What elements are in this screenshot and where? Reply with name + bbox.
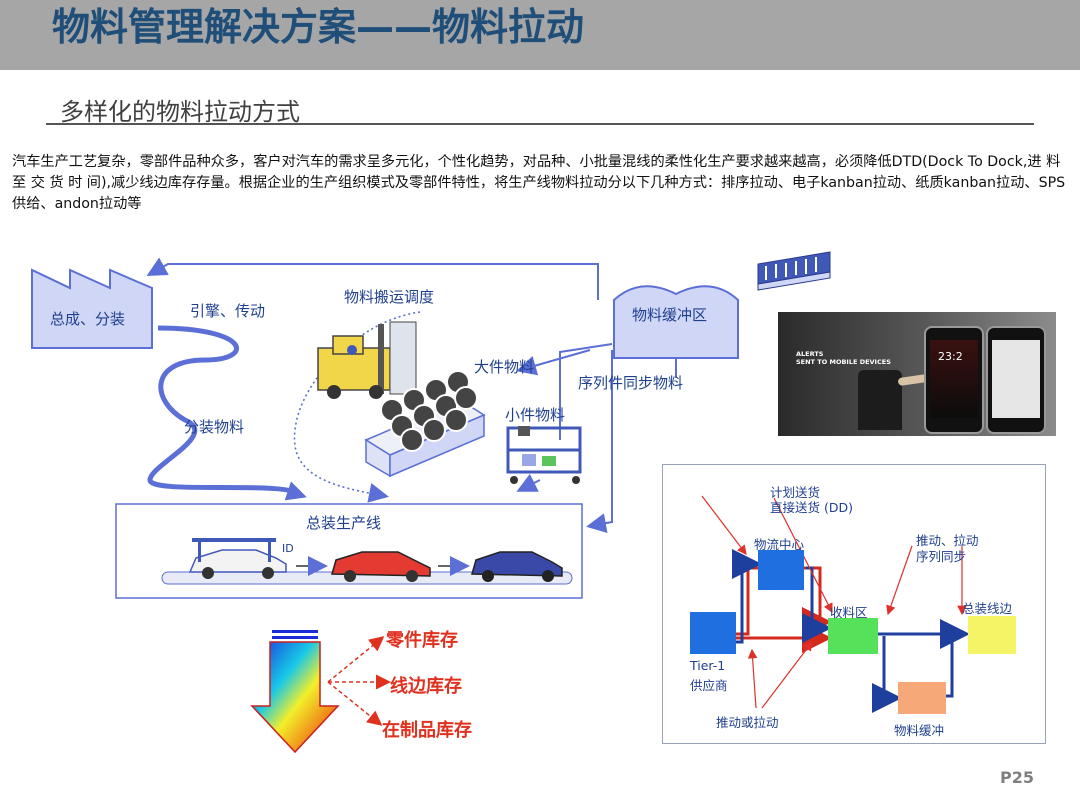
pull-diagram bbox=[31, 257, 739, 599]
page-title: 物料管理解决方案——物料拉动 bbox=[52, 5, 585, 49]
car-blue-icon bbox=[471, 551, 563, 582]
subtitle-divider bbox=[46, 123, 1034, 125]
small-parts-cart-icon bbox=[506, 426, 582, 484]
photo-caption: ALERTS SENT TO MOBILE DEVICES bbox=[796, 350, 891, 366]
assembly-box-label: 总成、分装 bbox=[50, 310, 126, 328]
person-silhouette bbox=[858, 370, 902, 430]
tier1-label: Tier-1 bbox=[690, 658, 726, 673]
engine-label: 引擎、传动 bbox=[190, 302, 266, 320]
push-pull-label: 推动、拉动 bbox=[916, 533, 979, 548]
car-red-icon bbox=[331, 551, 431, 582]
line-side-label: 总装线边 bbox=[962, 601, 1013, 616]
supplier-label: 供应商 bbox=[690, 678, 728, 693]
large-parts-label: 大件物料 bbox=[474, 358, 535, 376]
mobile-alerts-photo: ALERTS SENT TO MOBILE DEVICES 23:2 bbox=[778, 312, 1056, 436]
line-side-box bbox=[968, 616, 1016, 654]
large-parts-bin-icon bbox=[364, 370, 486, 478]
logistics-center-box bbox=[758, 550, 804, 590]
phone-left-icon: 23:2 bbox=[924, 326, 984, 434]
sequence-parts-label: 序列件同步物料 bbox=[578, 374, 684, 392]
flow-panel bbox=[662, 464, 1046, 744]
direct-delivery-label: 直接送货 (DD) bbox=[770, 500, 853, 515]
factory-icon bbox=[31, 268, 153, 349]
receiving-label: 收料区 bbox=[830, 605, 868, 620]
material-buffer-label: 物料缓冲 bbox=[894, 723, 945, 738]
page-number: P25 bbox=[1000, 768, 1034, 787]
flow-diagram bbox=[690, 495, 1016, 714]
subassembly-label: 分装物料 bbox=[184, 418, 245, 436]
buffer-zone-icon bbox=[613, 285, 739, 359]
sequence-sync-label: 序列同步 bbox=[916, 549, 967, 564]
header-bar bbox=[0, 0, 1080, 70]
logistics-center-label: 物流中心 bbox=[754, 537, 805, 552]
warehouse-racks-icon bbox=[757, 251, 831, 291]
car-white-icon bbox=[188, 538, 287, 579]
plan-delivery-label: 计划送货 bbox=[770, 485, 821, 500]
forklift-icon bbox=[317, 321, 417, 399]
inventory-wip: 在制品库存 bbox=[382, 720, 472, 741]
id-tag: ID bbox=[282, 542, 294, 555]
buffer-box-label: 物料缓冲区 bbox=[632, 306, 708, 324]
assembly-line-title: 总装生产线 bbox=[306, 514, 382, 532]
material-buffer-box bbox=[898, 682, 946, 714]
inventory-lineside: 线边库存 bbox=[390, 676, 462, 697]
inventory-parts: 零件库存 bbox=[386, 630, 458, 651]
intro-paragraph: 汽车生产工艺复杂，零部件品种众多，客户对汽车的需求呈多元化，个性化趋势，对品种、… bbox=[12, 154, 1066, 212]
page-subtitle: 多样化的物料拉动方式 bbox=[60, 98, 300, 126]
inventory-arrow bbox=[250, 630, 391, 754]
push-or-pull-label: 推动或拉动 bbox=[716, 715, 779, 730]
parts-flow-pipe bbox=[147, 325, 303, 498]
tier1-supplier-box bbox=[690, 612, 736, 654]
handling-label: 物料搬运调度 bbox=[344, 288, 435, 306]
small-parts-label: 小件物料 bbox=[505, 406, 566, 424]
phone-right-icon bbox=[986, 326, 1046, 434]
receiving-area-box bbox=[828, 618, 878, 654]
